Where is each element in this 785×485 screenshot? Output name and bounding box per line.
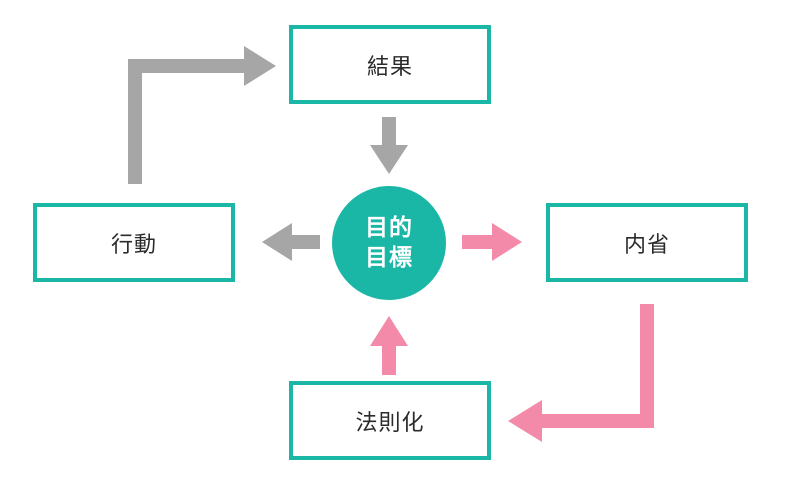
arrow-center-to-action [262, 223, 320, 261]
arrow-reflection-to-rule [508, 304, 654, 442]
node-result: 結果 [289, 25, 491, 104]
node-action-label: 行動 [110, 232, 157, 258]
arrow-action-to-result [128, 46, 276, 184]
node-reflection-label: 内省 [623, 232, 670, 258]
node-rule: 法則化 [289, 381, 491, 460]
arrow-rule-to-center [370, 316, 408, 375]
node-reflection: 内省 [546, 203, 748, 282]
node-action: 行動 [33, 203, 235, 282]
arrow-result-to-center [370, 117, 408, 174]
center-goal-circle: 目的 目標 [332, 186, 446, 300]
center-label-line2: 目標 [365, 245, 413, 271]
node-rule-label: 法則化 [355, 410, 425, 436]
center-label-line1: 目的 [365, 215, 413, 241]
node-result-label: 結果 [366, 54, 413, 80]
arrow-center-to-reflection [462, 223, 522, 261]
